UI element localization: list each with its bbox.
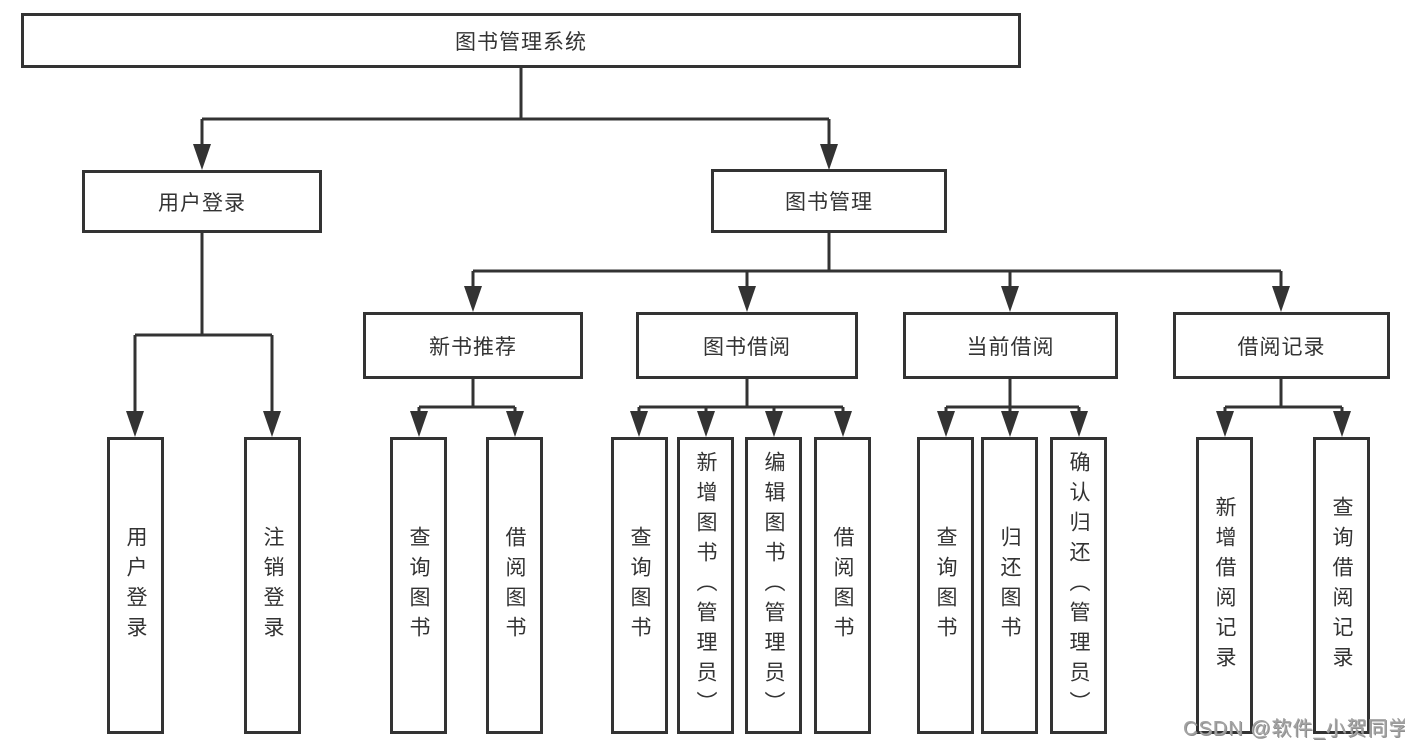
leaf-query-books-borrow: 查询图书 [611,437,668,734]
node-book-management: 图书管理 [711,169,947,233]
leaf-borrow-books: 借阅图书 [814,437,871,734]
leaf-return-books: 归还图书 [981,437,1038,734]
node-library-management-system: 图书管理系统 [21,13,1021,68]
leaf-query-books-recommend: 查询图书 [390,437,447,734]
node-current-borrowing: 当前借阅 [903,312,1118,379]
leaf-add-borrow-record: 新增借阅记录 [1196,437,1253,734]
leaf-edit-books-admin: 编辑图书（管理员） [745,437,802,734]
leaf-logout: 注销登录 [244,437,301,734]
leaf-query-books-current: 查询图书 [917,437,974,734]
csdn-watermark: CSDN @软件_小贺同学 [1183,718,1405,740]
node-user-login: 用户登录 [82,170,322,233]
leaf-borrow-books-recommend: 借阅图书 [486,437,543,734]
leaf-add-books-admin: 新增图书（管理员） [677,437,734,734]
node-borrowing-records: 借阅记录 [1173,312,1390,379]
node-new-book-recommendation: 新书推荐 [363,312,583,379]
node-book-borrowing: 图书借阅 [636,312,858,379]
leaf-query-borrow-record: 查询借阅记录 [1313,437,1370,734]
leaf-confirm-return-admin: 确认归还（管理员） [1050,437,1107,734]
leaf-user-login: 用户登录 [107,437,164,734]
